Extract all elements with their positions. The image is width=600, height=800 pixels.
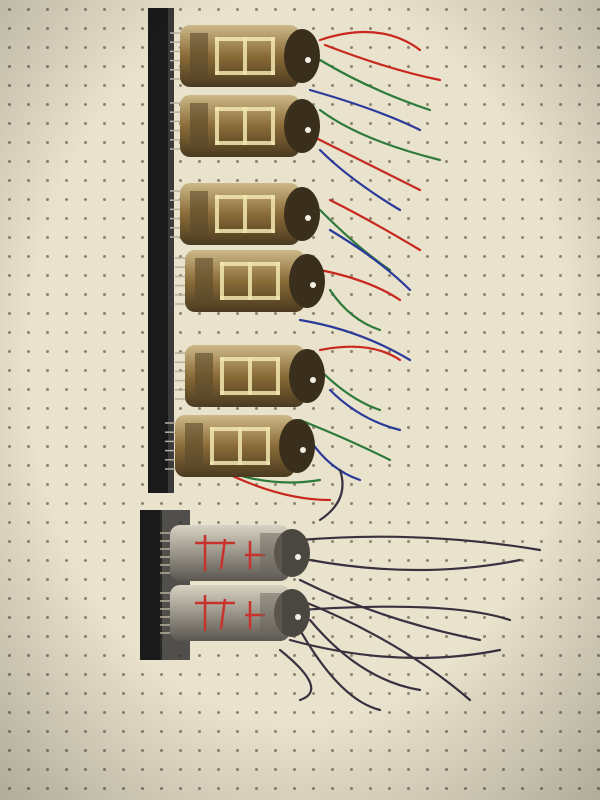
vignette bbox=[0, 0, 600, 800]
vfd-tube-photo bbox=[0, 0, 600, 800]
photo-scene bbox=[0, 0, 600, 800]
